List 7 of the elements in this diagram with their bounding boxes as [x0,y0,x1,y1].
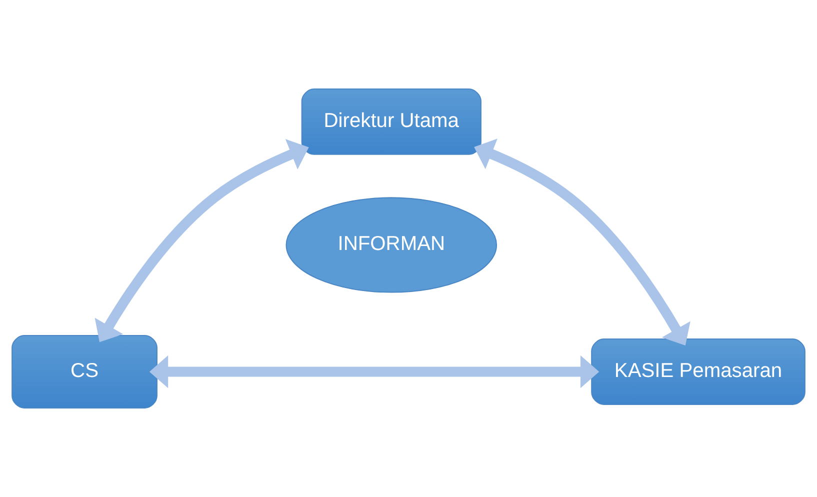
node-box: Direktur Utama [301,88,482,155]
node-box: KASIE Pemasaran [591,338,806,405]
arrow [149,355,600,388]
node-ellipse: INFORMAN [286,197,498,293]
arrow [474,138,690,346]
node-box: CS [12,335,158,408]
arrow [94,139,309,342]
